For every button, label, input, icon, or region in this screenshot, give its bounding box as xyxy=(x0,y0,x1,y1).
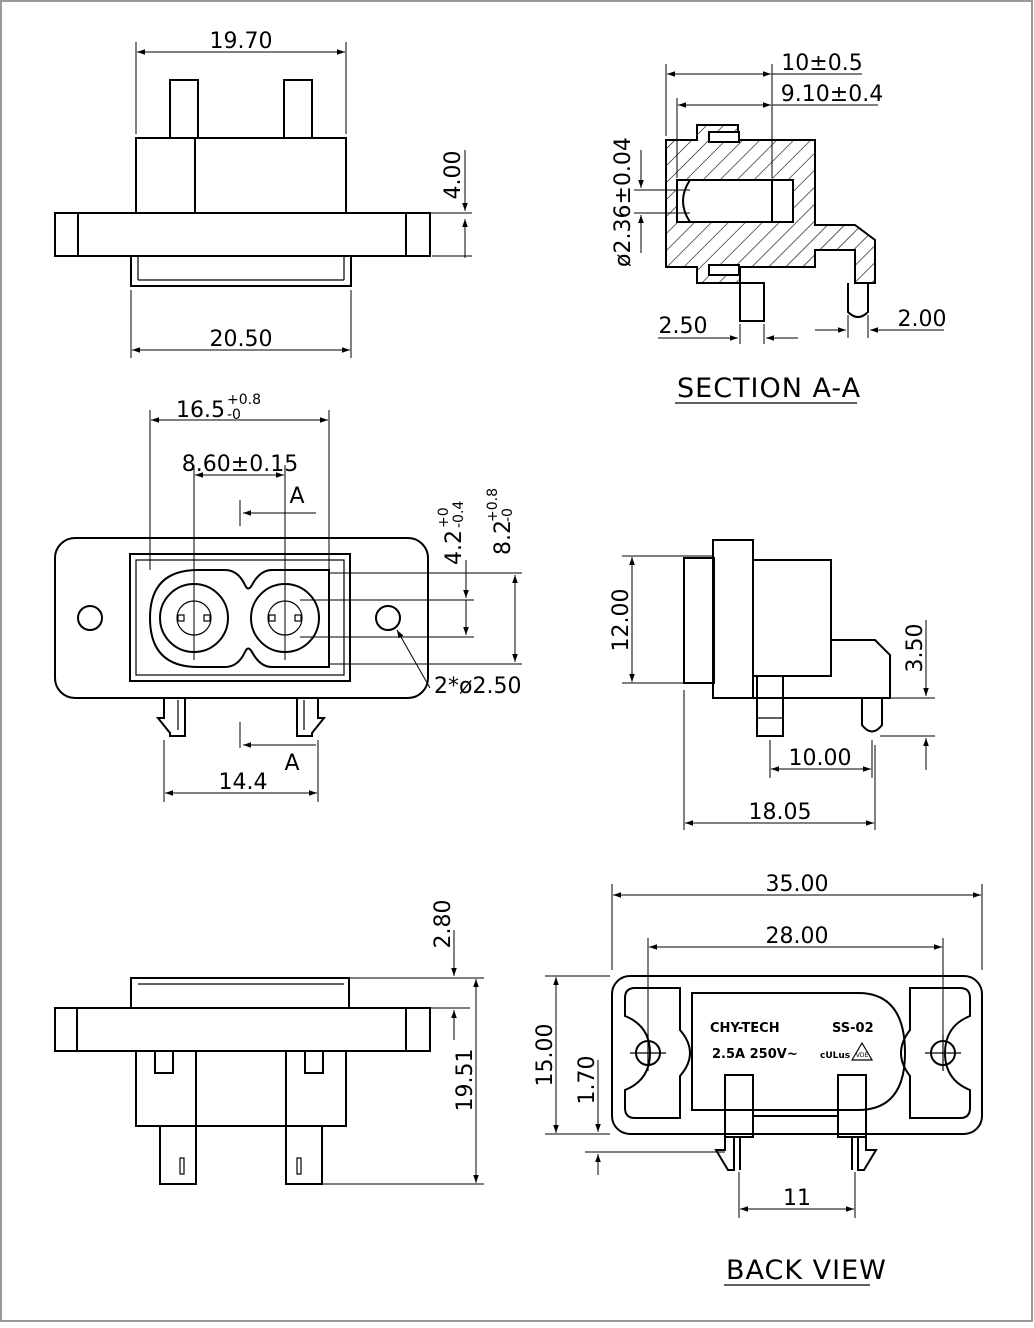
dim-top-height: 4.00 xyxy=(441,151,466,200)
section-title: SECTION A-A xyxy=(677,373,861,404)
dim-front-h1-tol-dn: -0.4 xyxy=(451,501,467,528)
dim-back-total: 35.00 xyxy=(766,872,829,897)
dim-side-total: 18.05 xyxy=(749,800,812,825)
label-brand: CHY-TECH xyxy=(710,1021,780,1036)
section-marker-bottom: A xyxy=(284,751,299,776)
label-rating: 2.5A 250V~ xyxy=(712,1047,798,1062)
top-view: 19.70 4.00 20.50 xyxy=(54,29,472,358)
dim-sec-pin-r: 2.00 xyxy=(898,307,947,332)
dim-front-h1-tol-up: +0 xyxy=(436,507,452,528)
dim-back-pins: 11 xyxy=(783,1186,811,1211)
dim-back-pin: 1.70 xyxy=(575,1056,600,1105)
back-title: BACK VIEW xyxy=(726,1255,887,1286)
dim-front-pitch: 8.60±0.15 xyxy=(182,452,298,477)
dim-side-pin: 10.00 xyxy=(789,746,852,771)
dim-front-width-tol-up: +0.8 xyxy=(227,392,261,408)
dim-front-holes: 2*ø2.50 xyxy=(434,674,521,699)
dim-sec-depth: 10±0.5 xyxy=(781,51,862,76)
dim-front-width-tol-dn: -0 xyxy=(227,407,241,423)
back-view: CHY-TECH SS-02 2.5A 250V~ cULus VDE 35.0… xyxy=(533,872,983,1286)
dim-sec-pin-w: 2.50 xyxy=(659,314,708,339)
label-ul-mark: cULus xyxy=(820,1051,850,1061)
dim-front-h2: 8.2 xyxy=(491,520,516,555)
dim-front-h2-tol-up: +0.8 xyxy=(485,488,501,522)
dim-sec-pin-dia: ø2.36±0.04 xyxy=(611,137,636,267)
dim-back-h: 15.00 xyxy=(533,1024,558,1087)
dim-side-step: 3.50 xyxy=(903,624,928,673)
label-model: SS-02 xyxy=(832,1021,874,1036)
dim-front-width: 16.5 xyxy=(176,398,225,423)
dim-bottom-h: 19.51 xyxy=(453,1049,478,1112)
dim-front-h1: 4.2 xyxy=(442,530,467,565)
section-view: 10±0.5 9.10±0.4 ø2.36±0.04 2.50 2.00 SEC… xyxy=(611,51,946,404)
front-view: A A 16.5 +0.8 -0 8.60±0.15 4.2 +0 -0.4 8… xyxy=(54,392,522,802)
vde-triangle-icon xyxy=(850,1041,874,1061)
section-marker-top: A xyxy=(289,484,304,509)
bottom-view: 2.80 19.51 xyxy=(54,900,484,1185)
side-view: 12.00 3.50 10.00 18.05 xyxy=(609,539,935,830)
dim-back-holes: 28.00 xyxy=(766,924,829,949)
dim-front-pins: 14.4 xyxy=(219,770,268,795)
dim-top-base: 20.50 xyxy=(210,327,273,352)
dim-sec-inner: 9.10±0.4 xyxy=(781,82,883,107)
dim-top-width: 19.70 xyxy=(210,29,273,54)
dim-front-h2-tol-dn: -0 xyxy=(500,508,516,522)
dim-side-h: 12.00 xyxy=(609,589,634,652)
label-vde-mark: VDE xyxy=(856,1052,869,1059)
dim-bottom-top: 2.80 xyxy=(431,900,456,949)
